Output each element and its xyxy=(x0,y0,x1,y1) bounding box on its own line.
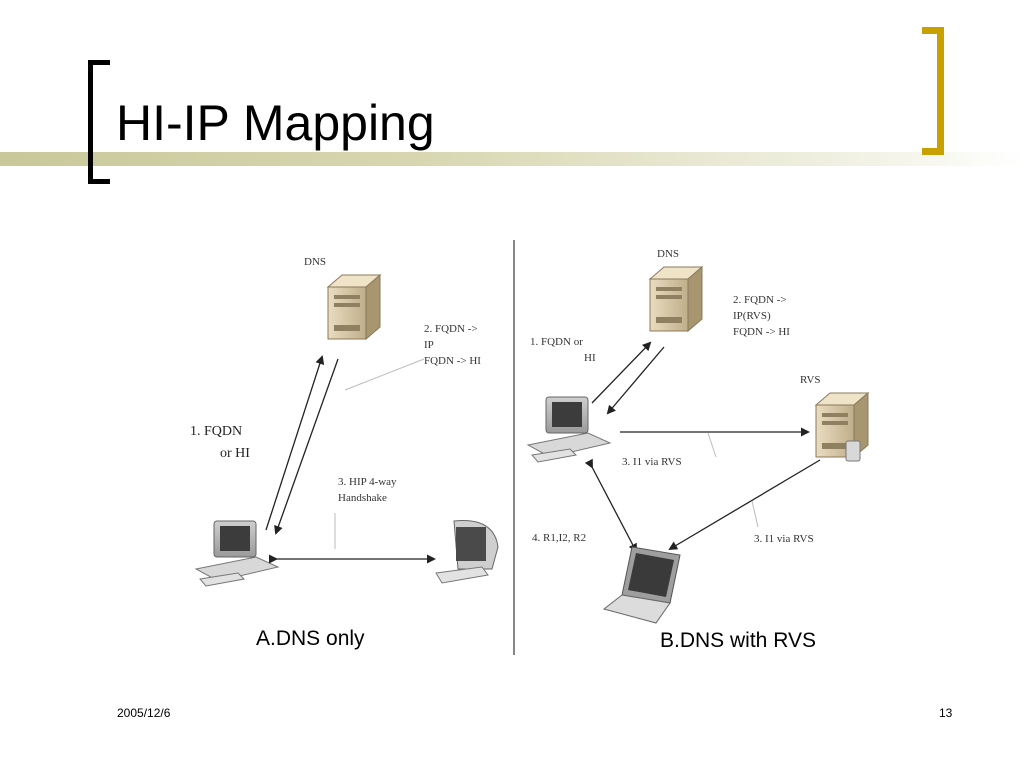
step4-label: 4. R1,I2, R2 xyxy=(532,532,586,544)
panel-b-caption: B.DNS with RVS xyxy=(654,629,822,653)
step3b-label: 3. I1 via RVS xyxy=(754,533,814,545)
desktop-computer-icon xyxy=(194,520,280,587)
step2-label: 2. FQDN -> IP FQDN -> HI xyxy=(424,323,481,367)
step3-line2: Handshake xyxy=(338,492,387,504)
slide-date: 2005/12/6 xyxy=(117,706,171,720)
step3-label: 3. HIP 4-way Handshake xyxy=(338,476,399,504)
step1-b-line1: 1. FQDN or xyxy=(530,336,583,348)
fqdn-query-arrow xyxy=(265,355,325,531)
step2-line2: IP xyxy=(424,339,434,351)
step2-b-line3: FQDN -> HI xyxy=(733,326,790,338)
step2-leader-line xyxy=(344,358,425,391)
remote-host-computer-icon xyxy=(435,520,499,584)
rvs-label: RVS xyxy=(800,374,821,386)
rvs-server-icon xyxy=(814,391,870,462)
r1-i2-r2-arrow xyxy=(584,458,637,553)
step1-b-line2: HI xyxy=(584,352,596,364)
step2-label-b: 2. FQDN -> IP(RVS) FQDN -> HI xyxy=(733,294,790,338)
step1-label-b: 1. FQDN or HI xyxy=(530,336,596,364)
step3b-leader-line xyxy=(751,500,759,528)
i1-via-rvs-arrow xyxy=(668,459,821,551)
dns-label: DNS xyxy=(304,256,326,268)
fqdn-query-arrow-b xyxy=(591,341,652,404)
dns-server-icon xyxy=(326,273,382,341)
step1-line1: 1. FQDN xyxy=(190,424,242,439)
step3a-label: 3. I1 via RVS xyxy=(622,456,682,468)
step2-line3: FQDN -> HI xyxy=(424,355,481,367)
laptop-icon xyxy=(602,546,681,624)
step2-b-line2: IP(RVS) xyxy=(733,310,771,322)
dns-response-arrow xyxy=(274,358,339,535)
hi-ip-mapping-diagram: DNS 2. FQDN -> IP FQDN -> HI 1. FQDN or … xyxy=(190,240,870,655)
step2-b-line1: 2. FQDN -> xyxy=(733,294,787,306)
left-bracket-decoration xyxy=(88,60,110,184)
title-underline-bar xyxy=(0,152,1024,166)
dns-response-arrow-b xyxy=(606,346,665,415)
right-bracket-decoration xyxy=(922,27,944,155)
step1-label: 1. FQDN or HI xyxy=(190,424,250,461)
client-computer-icon xyxy=(526,396,612,463)
dns-server-icon-b xyxy=(648,265,704,333)
step2-line1: 2. FQDN -> xyxy=(424,323,478,335)
step1-line2: or HI xyxy=(220,446,250,461)
page-title: HI-IP Mapping xyxy=(116,98,439,148)
panel-a-caption: A.DNS only xyxy=(250,627,371,651)
step3-line1: 3. HIP 4-way xyxy=(338,476,397,488)
step3a-leader-line xyxy=(707,432,717,458)
dns-label-b: DNS xyxy=(657,248,679,260)
slide-page-number: 13 xyxy=(939,706,953,720)
